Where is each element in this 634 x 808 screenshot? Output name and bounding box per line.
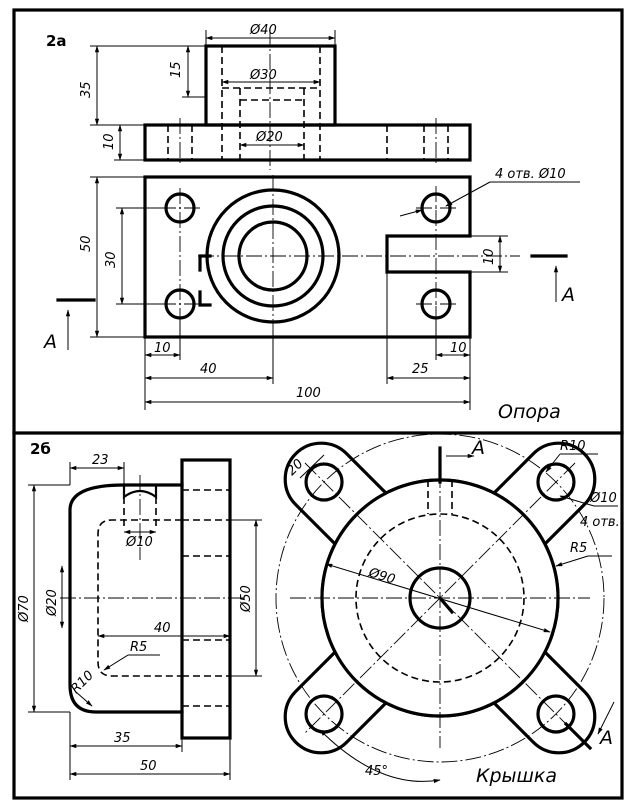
panel-b-title: Крышка bbox=[476, 765, 557, 787]
dim-d20: Ø20 bbox=[45, 589, 60, 617]
cover-section-marks: А А bbox=[438, 437, 615, 751]
dim-r5: R5 bbox=[130, 640, 147, 655]
dim-d30: Ø30 bbox=[249, 68, 277, 83]
dim-w50: 50 bbox=[140, 759, 157, 774]
dim-w10l: 10 bbox=[154, 341, 171, 356]
section-bottom-label: А bbox=[598, 727, 613, 749]
sheet-frame bbox=[12, 8, 624, 800]
section-top-label: А bbox=[470, 437, 485, 459]
panel-b-label: 2б bbox=[30, 440, 51, 458]
cover-dimensions: 20 R10 Ø10 4 отв. R5 Ø90 45° bbox=[284, 439, 620, 784]
dim-slot10: 10 bbox=[482, 248, 497, 265]
section-a-marks: А А bbox=[42, 254, 575, 353]
dim-w40: 40 bbox=[154, 621, 171, 636]
panel-a: 2а bbox=[42, 23, 580, 423]
panel-a-dimensions: Ø40 Ø30 Ø20 15 35 10 50 30 bbox=[79, 23, 580, 410]
dim-h30: 30 bbox=[104, 251, 119, 268]
dim-r5side: R5 bbox=[570, 541, 587, 556]
section-right-label: А bbox=[560, 284, 575, 306]
panel-a-title: Опора bbox=[498, 401, 561, 423]
dim-holes: 4 отв. Ø10 bbox=[495, 167, 566, 182]
panel-a-label: 2а bbox=[46, 32, 67, 50]
dim-d40: Ø40 bbox=[249, 23, 277, 38]
side-view bbox=[60, 458, 245, 740]
dim-w25: 25 bbox=[412, 362, 429, 377]
dim-holes4: 4 отв. bbox=[580, 515, 620, 530]
dim-h10: 10 bbox=[102, 133, 117, 150]
front-view bbox=[143, 30, 472, 170]
side-view-dimensions: 23 Ø10 Ø20 Ø70 40 Ø50 R5 R10 35 bbox=[17, 453, 262, 780]
dim-ang45: 45° bbox=[365, 764, 388, 779]
dim-h35: 35 bbox=[79, 81, 94, 98]
section-left-label: А bbox=[42, 331, 57, 353]
dim-w23: 23 bbox=[92, 453, 109, 468]
dim-d70: Ø70 bbox=[17, 595, 32, 623]
dim-d10holes: Ø10 bbox=[589, 491, 617, 506]
top-view bbox=[143, 175, 520, 345]
dim-d20: Ø20 bbox=[255, 130, 283, 145]
dim-r10: R10 bbox=[68, 668, 97, 697]
dim-d10: Ø10 bbox=[125, 535, 153, 550]
dim-w40: 40 bbox=[200, 362, 217, 377]
dim-w35: 35 bbox=[114, 731, 131, 746]
dim-h15: 15 bbox=[169, 61, 184, 78]
dim-r10top: R10 bbox=[560, 439, 586, 454]
dim-h50: 50 bbox=[79, 235, 94, 252]
dim-d50: Ø50 bbox=[239, 585, 254, 613]
panel-b: 2б 23 Ø10 bbox=[17, 433, 620, 787]
dim-w10r: 10 bbox=[450, 341, 467, 356]
dim-w100: 100 bbox=[296, 386, 321, 401]
